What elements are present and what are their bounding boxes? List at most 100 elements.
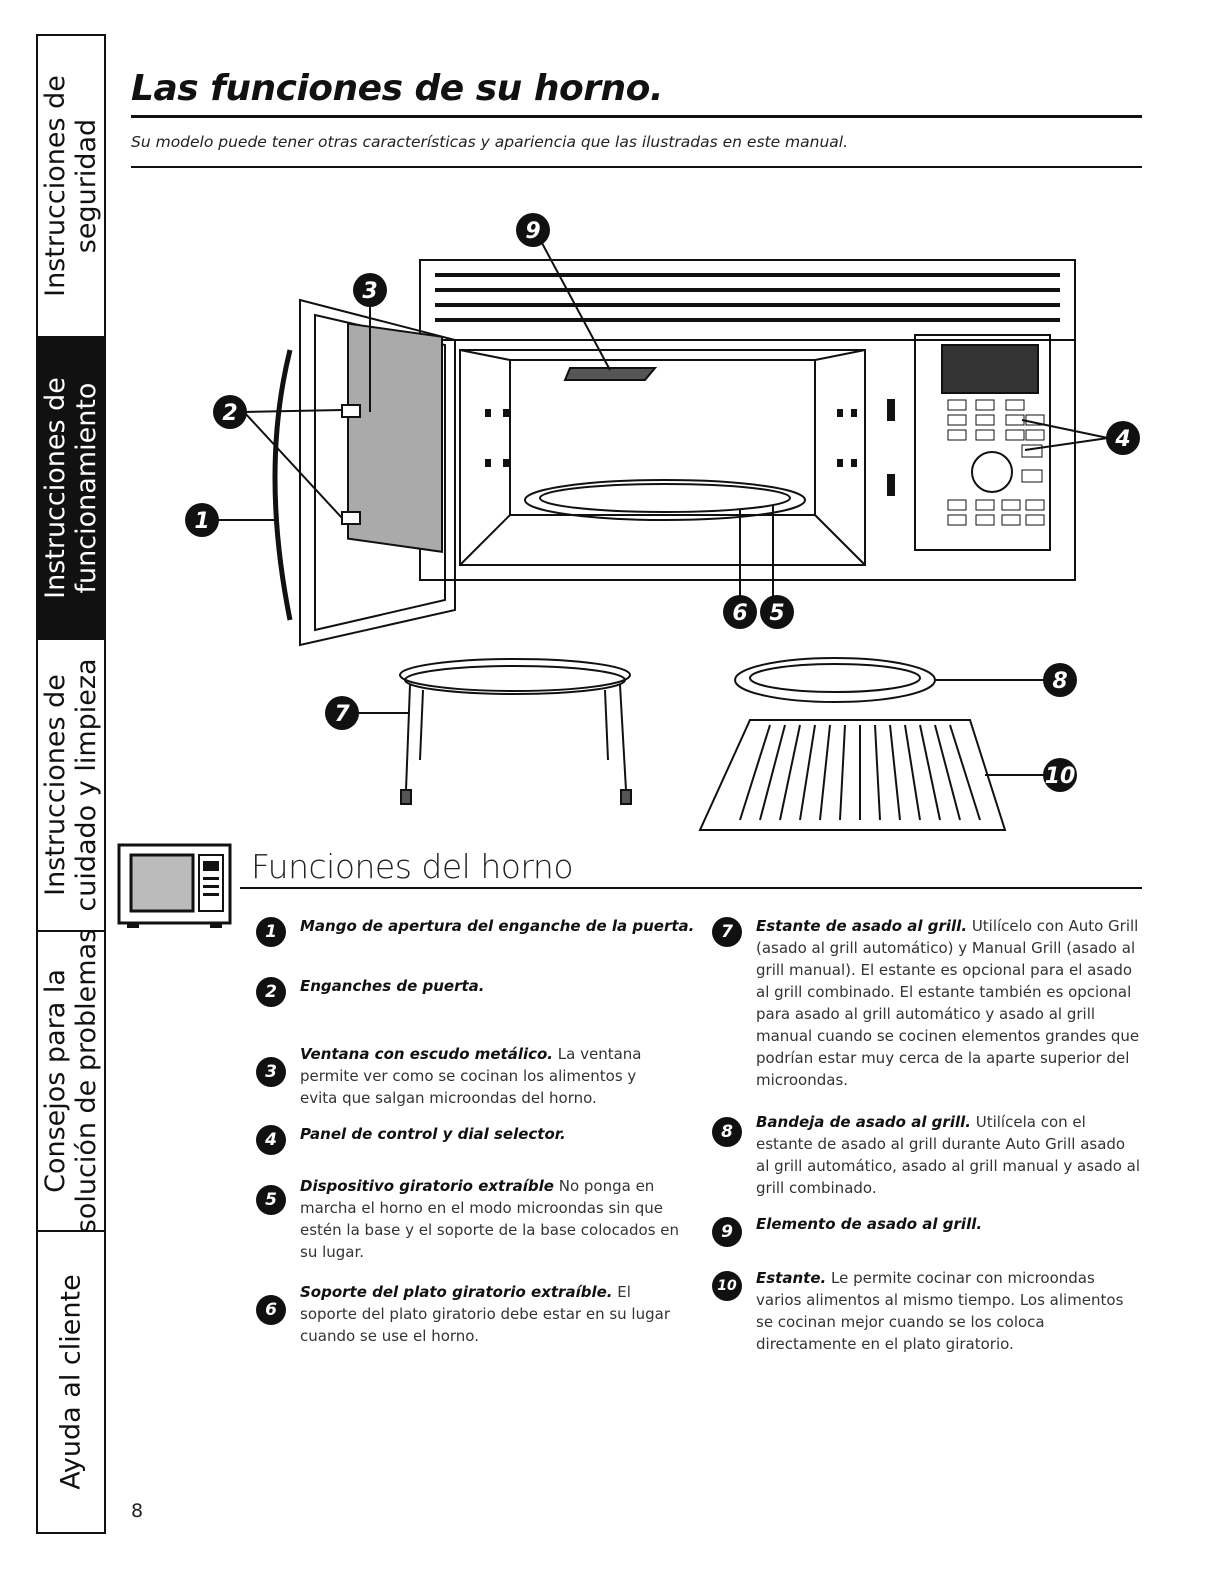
feature-number-badge: 1 [256, 917, 286, 947]
feature-number-badge: 3 [256, 1057, 286, 1087]
section-title: Funciones del horno [251, 847, 574, 886]
feature-description: Le permite cocinar con microondas varios… [756, 1269, 1124, 1353]
oven-door [299, 298, 456, 647]
tab-care-label: Instrucciones de cuidado y limpieza [40, 658, 102, 911]
tab-operating[interactable]: Instrucciones de funcionamiento [38, 338, 104, 640]
feature-text: Estante. Le permite cocinar con microond… [756, 1267, 1141, 1355]
feature-number-badge: 4 [256, 1125, 286, 1155]
feature-title: Mango de apertura del enganche de la pue… [300, 917, 695, 935]
features-right-column: 7 Estante de asado al grill. Utilícelo c… [712, 915, 1142, 1365]
control-panel [914, 334, 1051, 551]
tab-line: solución de problemas [71, 928, 102, 1234]
tab-care[interactable]: Instrucciones de cuidado y limpieza [38, 640, 104, 932]
feature-description: Utilícelo con Auto Grill (asado al grill… [756, 917, 1140, 1089]
microwave-diagram: 1 2 3 4 5 6 7 8 9 10 [185, 213, 1140, 831]
feature-title: Estante de asado al grill. [756, 917, 968, 935]
feature-title: Panel de control y dial selector. [300, 1125, 566, 1143]
feature-number-badge: 8 [712, 1117, 742, 1147]
door-window [347, 322, 443, 553]
feature-number-badge: 7 [712, 917, 742, 947]
callout-6-icon [723, 595, 757, 629]
turntable [524, 479, 806, 521]
tab-safety-label: Instrucciones de seguridad [40, 75, 102, 297]
microwave-icon [117, 843, 232, 928]
callout-7-icon [325, 696, 359, 730]
tab-line: funcionamiento [71, 382, 102, 594]
oven-rack [698, 719, 1007, 831]
grill-rack-stand [399, 658, 631, 692]
tab-operating-label: Instrucciones de funcionamiento [40, 377, 102, 599]
feature-title: Dispositivo giratorio extraíble [300, 1177, 554, 1195]
callout-10-icon [1043, 758, 1077, 792]
tab-troubleshooting-label: Consejos para la solución de problemas [40, 929, 102, 1233]
callout-label: 9 [525, 219, 540, 244]
callout-label: 5 [769, 601, 784, 626]
callout-8-icon [1043, 663, 1077, 697]
feature-text: Estante de asado al grill. Utilícelo con… [756, 915, 1141, 1091]
vent-grille [419, 259, 1076, 341]
callout-label: 1 [194, 509, 209, 534]
tab-safety[interactable]: Instrucciones de seguridad [38, 36, 104, 338]
callout-label: 3 [362, 279, 377, 304]
features-left-column: 1 Mango de apertura del enganche de la p… [256, 915, 696, 1365]
feature-text: Panel de control y dial selector. [300, 1123, 700, 1145]
callout-markers: 1 2 3 4 5 6 7 8 9 10 [185, 213, 1140, 792]
feature-description: No ponga en marcha el horno en el modo m… [300, 1177, 680, 1261]
sidebar-nav: Instrucciones de seguridad Instrucciones… [36, 34, 106, 1534]
page-number: 8 [131, 1500, 144, 1522]
tab-line: Instrucciones de [40, 674, 71, 896]
tab-line: cuidado y limpieza [71, 658, 102, 912]
feature-title: Ventana con escudo metálico. [300, 1045, 553, 1063]
tab-customer[interactable]: Ayuda al cliente [38, 1232, 104, 1532]
callout-5-icon [760, 595, 794, 629]
tab-customer-label: Ayuda al cliente [56, 1274, 87, 1489]
feature-title: Enganches de puerta. [300, 977, 485, 995]
feature-text: Elemento de asado al grill. [756, 1213, 1156, 1235]
grill-element [563, 367, 658, 381]
feature-title: Soporte del plato giratorio extraíble. [300, 1283, 613, 1301]
feature-text: Ventana con escudo metálico. La ventana … [300, 1043, 650, 1109]
vent-slats [435, 273, 1060, 322]
door-handle [272, 349, 293, 621]
title-divider [131, 115, 1142, 118]
page-title: Las funciones de su horno. [131, 68, 664, 109]
display-screen [941, 344, 1039, 394]
cavity-back [509, 359, 816, 516]
tab-line: Instrucciones de [40, 75, 71, 297]
feature-text: Enganches de puerta. [300, 975, 700, 997]
feature-number-badge: 10 [712, 1271, 742, 1301]
callout-label: 8 [1052, 669, 1067, 694]
feature-text: Dispositivo giratorio extraíble No ponga… [300, 1175, 690, 1263]
feature-text: Soporte del plato giratorio extraíble. E… [300, 1281, 690, 1347]
callout-2-icon [213, 395, 247, 429]
feature-title: Bandeja de asado al grill. [756, 1113, 971, 1131]
control-buttons [947, 399, 1045, 526]
feature-description: El soporte del plato giratorio debe esta… [300, 1283, 670, 1345]
callout-label: 6 [732, 601, 747, 626]
feature-number-badge: 9 [712, 1217, 742, 1247]
tab-line: seguridad [71, 118, 102, 254]
callout-label: 7 [334, 702, 350, 727]
feature-text: Mango de apertura del enganche de la pue… [300, 915, 700, 937]
callout-label: 10 [1045, 764, 1076, 789]
section-divider [240, 887, 1142, 889]
callout-9-icon [516, 213, 550, 247]
callout-label: 2 [222, 401, 237, 426]
feature-description: Utilícela con el estante de asado al gri… [756, 1113, 1141, 1197]
callout-1-icon [185, 503, 219, 537]
feature-title: Elemento de asado al grill. [756, 1215, 983, 1233]
selector-dial [971, 451, 1013, 493]
page-subtitle: Su modelo puede tener otras característi… [131, 133, 849, 151]
feature-description: La ventana permite ver como se cocinan l… [300, 1045, 642, 1107]
feature-number-badge: 5 [256, 1185, 286, 1215]
subtitle-divider [131, 166, 1142, 168]
tab-line: Ayuda al cliente [55, 1274, 87, 1490]
callout-3-icon [353, 273, 387, 307]
tab-troubleshooting[interactable]: Consejos para la solución de problemas [38, 929, 104, 1233]
tab-line: Instrucciones de [40, 377, 71, 599]
feature-title: Estante. [756, 1269, 827, 1287]
tab-line: Consejos para la [40, 969, 71, 1193]
feature-number-badge: 2 [256, 977, 286, 1007]
feature-number-badge: 6 [256, 1295, 286, 1325]
feature-text: Bandeja de asado al grill. Utilícela con… [756, 1111, 1141, 1199]
